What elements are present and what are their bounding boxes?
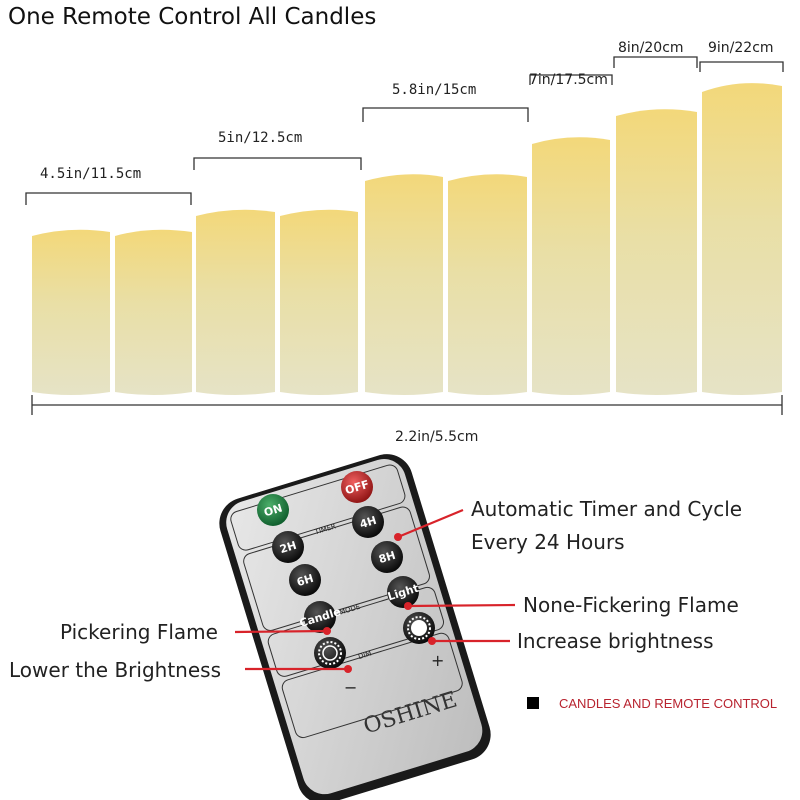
minus-label: − [344, 678, 357, 697]
timer-8h-button[interactable]: 8H [371, 541, 403, 573]
timer-4h-button[interactable]: 4H [352, 506, 384, 538]
svg-text:ON: ON [262, 502, 284, 520]
size-label: 4.5in/11.5cm [40, 166, 141, 182]
candle [702, 83, 782, 395]
off-button[interactable]: OFF [341, 471, 373, 503]
light-mode-button[interactable]: Light [386, 576, 420, 608]
svg-text:4H: 4H [358, 514, 378, 531]
plus-label: + [431, 651, 444, 670]
candle [32, 229, 110, 395]
candle [196, 209, 275, 395]
callout-timer-cycle: Every 24 Hours [471, 530, 625, 554]
caption-square-icon [527, 697, 539, 709]
size-label: 8in/20cm [618, 40, 684, 56]
size-brackets [25, 56, 784, 415]
candle [448, 174, 527, 395]
candle [115, 229, 192, 395]
caption: CANDLES AND REMOTE CONTROL [559, 696, 777, 711]
callout-lines [234, 508, 516, 671]
candle [365, 174, 443, 395]
svg-text:2H: 2H [278, 539, 298, 556]
on-button[interactable]: ON [257, 494, 289, 526]
size-label: 5in/12.5cm [218, 130, 302, 146]
size-label: 9in/22cm [708, 40, 774, 56]
candle [532, 137, 610, 395]
diameter-label: 2.2in/5.5cm [395, 429, 478, 445]
sun-icon [322, 645, 338, 661]
callout-increase: Increase brightness [517, 629, 714, 653]
remote-control: TIMER MODE DIM ON OFF 4H 2H 8H 6H Light … [219, 454, 491, 800]
callout-steady-flame: None-Fickering Flame [523, 593, 739, 617]
timer-6h-button[interactable]: 6H [289, 564, 321, 596]
candle [280, 209, 358, 395]
callout-timer: Automatic Timer and Cycle [471, 497, 742, 521]
callout-dots [323, 533, 436, 673]
size-label: 5.8in/15cm [392, 82, 476, 98]
dim-section-label: DIM [357, 649, 372, 661]
candles [32, 83, 782, 396]
svg-text:8H: 8H [377, 549, 397, 566]
candle [616, 109, 697, 396]
callout-lower: Lower the Brightness [9, 658, 221, 682]
brightness-up-button[interactable] [403, 612, 435, 644]
sun-icon [411, 620, 427, 636]
timer-2h-button[interactable]: 2H [272, 531, 304, 563]
size-label: 7in/17.5cm [529, 72, 608, 88]
callout-flicker: Pickering Flame [60, 620, 218, 644]
svg-text:6H: 6H [295, 572, 315, 589]
brightness-down-button[interactable] [314, 637, 346, 669]
page-title: One Remote Control All Candles [8, 4, 376, 30]
